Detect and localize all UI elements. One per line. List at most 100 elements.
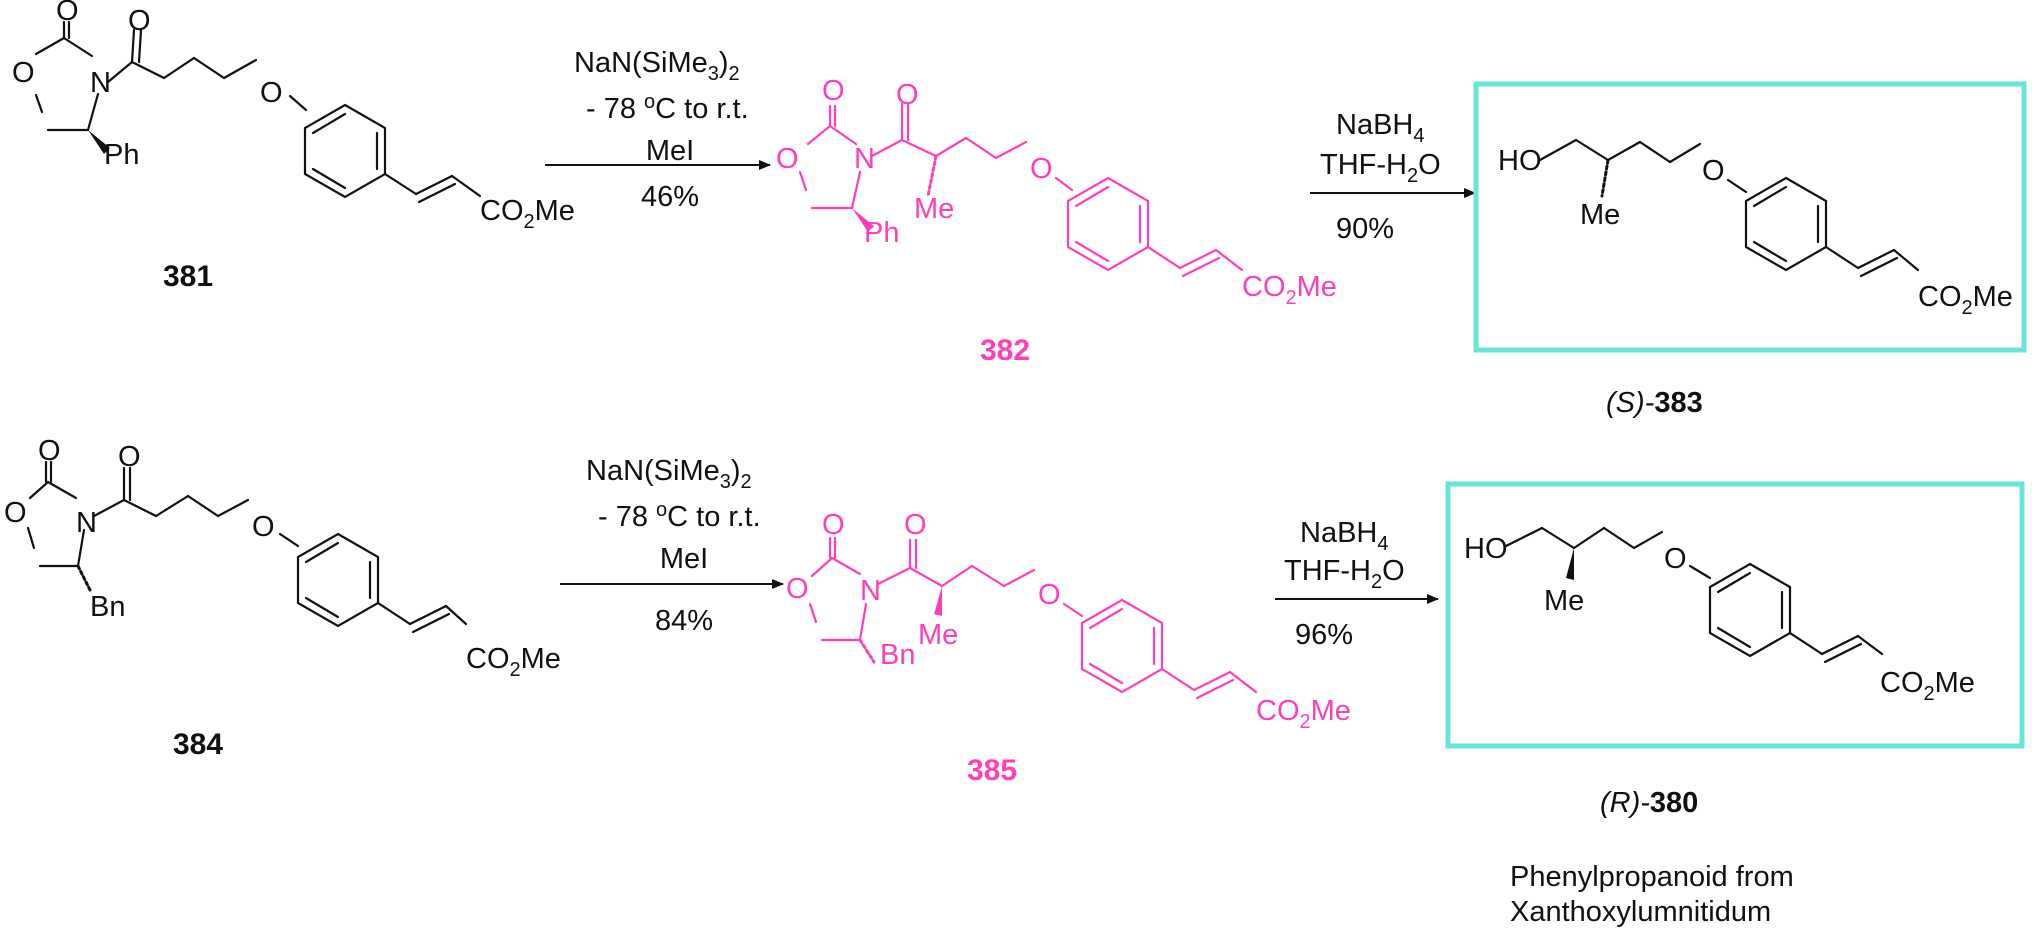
bond [970,564,1006,588]
benzene-ring [1744,176,1828,272]
conditions-temperature: - 78 oC to r.t. [586,91,749,125]
bond [1688,564,1712,580]
bond [106,60,134,84]
yield-step1: 46% [641,181,699,213]
atom-o-ether: O [1664,543,1687,575]
bond [1892,248,1920,272]
bond [192,56,226,80]
bond [1214,248,1244,272]
wedge-bond [88,130,110,154]
reagent-mei: MeI [646,135,694,167]
bond [162,56,196,80]
atom-o-ring: O [4,497,27,529]
yield-step1: 84% [655,605,713,637]
atom-n: N [90,67,111,99]
bond [1088,607,1124,630]
bond [1726,178,1748,194]
bond [1195,678,1235,700]
ester-group: CO2Me [1256,695,1351,733]
reagent-nahmds: NaN(SiMe3)2 [586,455,752,493]
bond [92,498,126,518]
substituent-me: Me [914,193,954,225]
bond [940,564,974,588]
bond [278,532,300,548]
bond [311,112,347,135]
benzene-ring [1708,562,1792,658]
atom-n: N [76,507,97,539]
bond [1540,526,1576,550]
hashed-bond [76,564,92,592]
wedge-bond [1566,548,1574,580]
bond [994,140,1028,160]
bond [408,604,448,626]
bond [908,566,944,588]
bond [376,601,412,626]
compound-384-atoms: O O N O O Bn CO2Me [4,435,561,681]
bond [26,526,36,550]
atom-o-carbonyl: O [56,0,79,27]
bond [414,174,454,196]
product-box-383 [1473,81,2027,353]
bond [137,28,143,64]
bond [1192,670,1232,692]
ester-group: CO2Me [466,643,561,681]
bond [130,60,166,80]
bond [1716,626,1752,649]
bond [1752,240,1788,263]
yield-step2: 90% [1336,213,1394,245]
bond [1716,571,1752,594]
atom-o-ring: O [786,573,809,605]
bond [1228,670,1258,694]
atom-o-amide: O [128,5,151,37]
bond [288,94,308,112]
compound-383 [1538,138,1920,278]
atom-o-amide: O [896,79,919,111]
bond [1074,240,1110,263]
atom-o-ether: O [252,511,275,543]
solvent-thf-water: THF-H2O [1320,149,1441,187]
ester-group: CO2Me [1242,271,1337,309]
atom-ho: HO [1464,533,1508,565]
conditions-step2-row2: NaBH4 THF-H2O 96% [1284,517,1405,651]
bond [858,602,868,642]
substituent-ph: Ph [104,139,139,171]
bond [1572,526,1606,550]
compound-380 [1504,526,1884,664]
atom-n: N [854,143,875,175]
benzene-ring [1080,598,1164,694]
bond [76,528,86,568]
bond [1856,248,1896,270]
footnote-line-1: Phenylpropanoid from [1510,861,1794,893]
compound-381-atoms: O O N O O Ph CO2Me [12,0,575,233]
atom-ho: HO [1498,145,1542,177]
bond [311,167,347,190]
bond [28,480,50,500]
compound-384 [26,460,468,634]
bond [304,596,340,619]
bond [1856,634,1884,656]
bond [806,124,832,146]
bond [1538,138,1578,162]
bond [86,92,100,132]
benzene-ring [303,103,387,199]
bond [1602,526,1636,550]
bond [1820,634,1860,656]
bond [1574,138,1610,162]
bond [1074,185,1110,208]
bond [876,566,912,586]
bond [216,498,250,518]
bond [383,172,418,196]
label-382: 382 [980,334,1030,367]
substituent-me: Me [1580,199,1620,231]
bond [34,93,44,114]
conditions-step1-row2: NaN(SiMe3)2 - 78 oC to r.t. MeI 84% [586,455,761,637]
bond [154,494,190,518]
hashed-bond [1600,158,1610,198]
bond [900,138,938,158]
atom-o-amide: O [118,441,141,473]
conditions-temperature: - 78 oC to r.t. [598,499,761,533]
benzene-ring [1066,176,1150,272]
bond [411,612,451,634]
benzene-ring [296,532,380,628]
